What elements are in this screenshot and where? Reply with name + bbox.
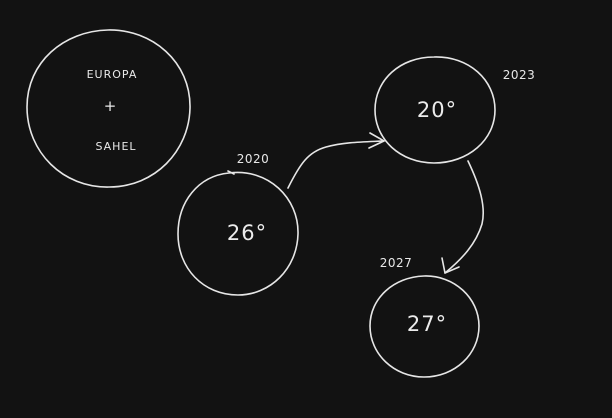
node-2023-year: 2023 [503, 68, 536, 82]
arrow-2020-to-2023-line [287, 140, 385, 189]
arrow-2023-to-2027 [441, 160, 485, 274]
legend-plus-sign: + [104, 97, 117, 115]
node-2020-year: 2020 [237, 152, 270, 166]
arrow-2023-to-2027-head [441, 257, 460, 274]
arrow-2020-to-2023-head [368, 132, 385, 149]
legend-label-sahel: SAHEL [95, 140, 136, 153]
node-2027-circle [369, 275, 480, 378]
node-2023-circle [374, 56, 496, 164]
legend-label-europa: EUROPA [87, 68, 138, 81]
node-2027: 2027 27° [369, 256, 480, 378]
node-2020-circle [177, 170, 299, 296]
arrow-2020-to-2023 [287, 132, 385, 189]
node-2023: 2023 20° [374, 56, 536, 164]
node-2020: 2020 26° [177, 152, 299, 296]
node-2027-year: 2027 [380, 256, 413, 270]
node-2023-value: 20° [417, 98, 457, 122]
node-2020-value: 26° [227, 221, 267, 245]
node-2027-value: 27° [407, 312, 447, 336]
legend-node: EUROPA + SAHEL [26, 29, 191, 188]
legend-circle [26, 29, 191, 188]
arrow-2023-to-2027-line [444, 160, 485, 274]
